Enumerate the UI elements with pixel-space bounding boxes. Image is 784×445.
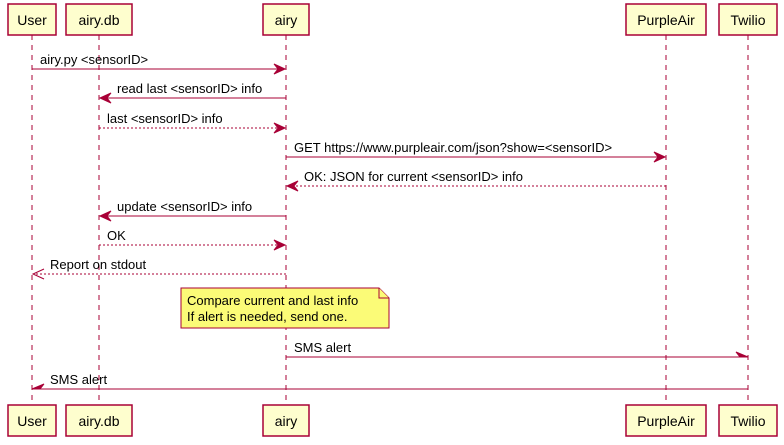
participant-label: airy.db [79,413,120,429]
message-6: update <sensorID> info [98,199,286,222]
message-label: SMS alert [294,340,351,355]
participant-label: PurpleAir [637,413,695,429]
participant-label: Twilio [730,12,765,28]
message-label: Report on stdout [50,257,147,272]
participant-purpleair-bottom: PurpleAir [625,404,707,437]
participant-airydb-bottom: airy.db [65,404,133,437]
message-8: Report on stdout [31,257,286,280]
message-label: update <sensorID> info [117,199,252,214]
note-over-airy: Compare current and last info If alert i… [180,287,390,329]
message-5: OK: JSON for current <sensorID> info [285,169,666,192]
message-label: OK: JSON for current <sensorID> info [304,169,523,184]
message-9: SMS alert [286,340,749,358]
note-line-1: Compare current and last info [187,293,358,308]
message-2: read last <sensorID> info [98,81,286,104]
message-label: OK [107,228,126,243]
message-label: last <sensorID> info [107,111,223,126]
participant-purpleair-top: PurpleAir [625,3,707,36]
message-1: airy.py <sensorID> [32,52,287,75]
message-7: OK [99,228,287,251]
participant-user-top: User [7,3,57,36]
participant-twilio-top: Twilio [718,3,778,36]
participant-airy-bottom: airy [262,404,310,437]
note-line-2: If alert is needed, send one. [187,309,347,324]
participant-label: Twilio [730,413,765,429]
participant-label: PurpleAir [637,12,695,28]
participant-label: airy [275,12,298,28]
participant-user-bottom: User [7,404,57,437]
message-10: SMS alert [31,372,748,390]
participant-label: User [17,413,47,429]
participant-airy-top: airy [262,3,310,36]
message-label: SMS alert [50,372,107,387]
participant-airydb-top: airy.db [65,3,133,36]
message-label: airy.py <sensorID> [40,52,148,67]
message-label: GET https://www.purpleair.com/json?show=… [294,140,612,155]
participant-label: User [17,12,47,28]
participant-label: airy.db [79,12,120,28]
participant-twilio-bottom: Twilio [718,404,778,437]
message-3: last <sensorID> info [99,111,287,134]
message-label: read last <sensorID> info [117,81,262,96]
participant-label: airy [275,413,298,429]
message-4: GET https://www.purpleair.com/json?show=… [286,140,667,163]
